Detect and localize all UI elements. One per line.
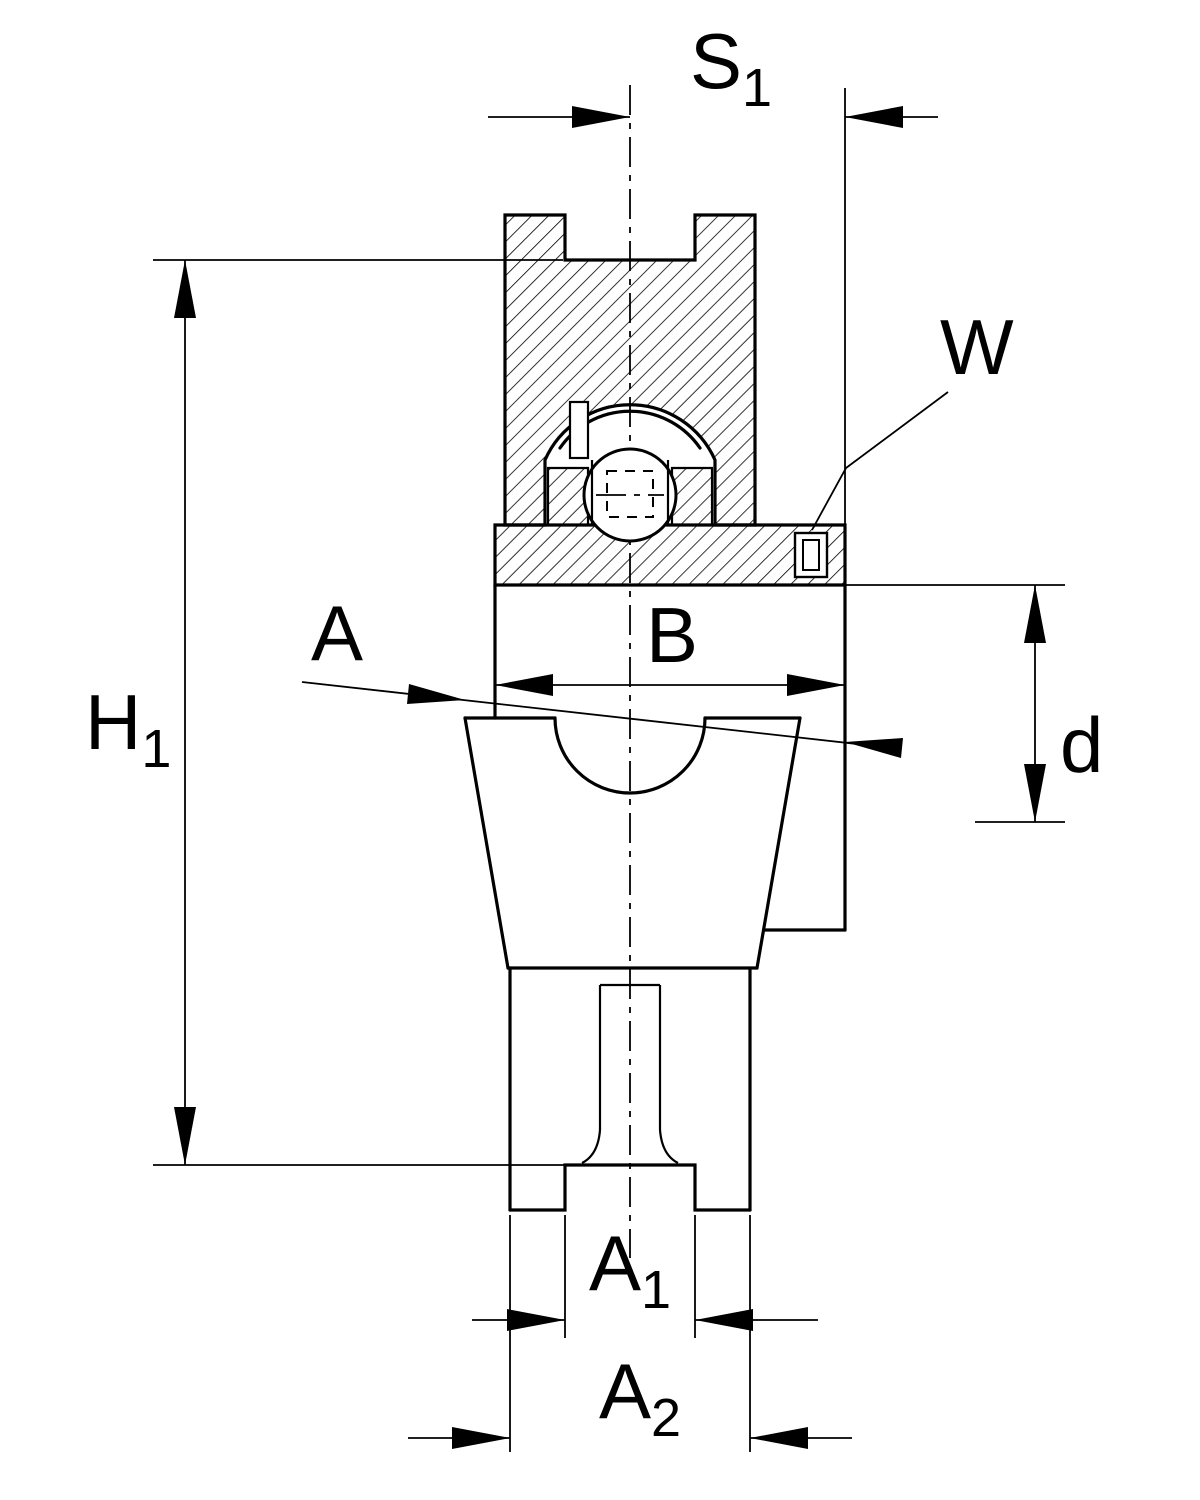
dimension-a2: A2 (408, 1215, 852, 1452)
b-arrow-left (495, 674, 553, 696)
dimension-a1: A1 (472, 1215, 818, 1338)
dim-label-a1: A1 (589, 1219, 671, 1320)
d-arrow-top (1024, 585, 1046, 643)
a2-arrow-left (452, 1427, 510, 1449)
block-bottom-notch (508, 1163, 752, 1212)
a-slanted-line (301, 681, 894, 749)
set-screw-slot (802, 539, 820, 571)
dimension-b: B (495, 591, 845, 696)
h1-arrow-top (174, 260, 196, 318)
s1-arrow-right (845, 106, 903, 128)
inner-ring-shape (493, 523, 847, 587)
inner-ring-right-block (670, 466, 714, 527)
dim-label-s1: S1 (690, 17, 772, 118)
dimension-h1: H1 (85, 259, 568, 1166)
ball-reference-square (606, 470, 654, 518)
s1-arrow-left (572, 106, 630, 128)
a-arrow-right (845, 738, 903, 758)
dim-label-h1: H1 (85, 678, 171, 779)
frame-body (463, 583, 847, 970)
inner-ring-bar (493, 523, 847, 587)
dimension-d: d (845, 584, 1103, 823)
set-screw (793, 531, 829, 579)
inner-ring-left-block (546, 466, 590, 527)
dim-label-a2: A2 (599, 1347, 681, 1448)
frame-side-right (755, 716, 802, 970)
a1-arrow-right (695, 1309, 753, 1331)
bearing-assembly (546, 400, 714, 543)
lubrication-fitting (568, 400, 590, 460)
dim-label-b: B (646, 591, 698, 679)
leader-w: W (811, 303, 1014, 531)
dim-label-a: A (311, 589, 363, 677)
screw-slot-flare-left (581, 1129, 602, 1164)
dimension-a: A (301, 589, 903, 758)
frame-side-left (463, 716, 510, 970)
d-arrow-bottom (1024, 764, 1046, 822)
dim-label-d: d (1060, 701, 1103, 789)
b-arrow-right (787, 674, 845, 696)
a-arrow-left (407, 684, 465, 704)
dim-label-w: W (940, 303, 1014, 391)
a2-arrow-right (750, 1427, 808, 1449)
w-leader-line (811, 391, 949, 531)
lower-guide-block (508, 966, 752, 1212)
a1-arrow-left (507, 1309, 565, 1331)
shaft-clearance-arc (553, 716, 707, 795)
h1-arrow-bottom (174, 1107, 196, 1165)
dimension-s1: S1 (488, 17, 938, 525)
screw-slot-flare-right (658, 1129, 679, 1164)
